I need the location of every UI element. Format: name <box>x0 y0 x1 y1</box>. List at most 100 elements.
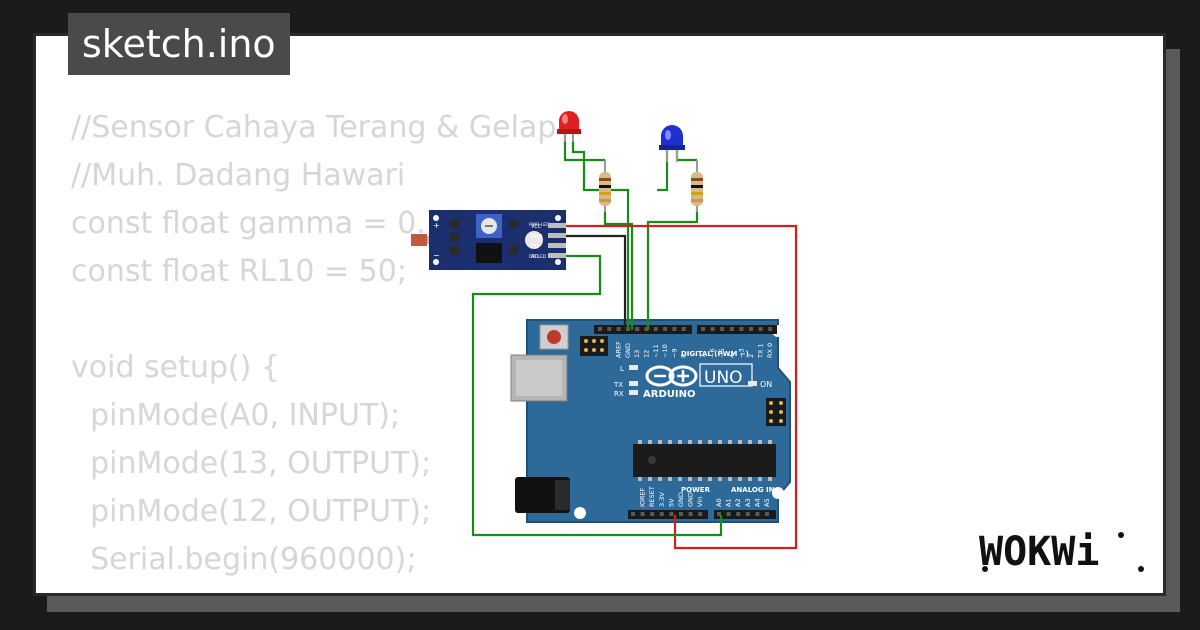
code-line-2: //Muh. Dadang Hawari <box>71 158 406 193</box>
header-pin <box>631 512 635 516</box>
top-pin-label: 2 <box>747 354 755 358</box>
header-pin <box>688 512 693 516</box>
sensor-pin-label: DO <box>531 244 539 250</box>
l-label: L <box>620 365 624 373</box>
sensor-pin <box>548 253 566 258</box>
file-tab[interactable]: sketch.ino <box>68 13 290 75</box>
bottom-pin-label: A5 <box>763 498 771 507</box>
sensor-pin <box>548 223 566 228</box>
tx-label: TX <box>613 381 623 389</box>
comparator-chip <box>476 243 502 263</box>
top-pin-label: ~6 <box>709 348 717 358</box>
top-pin-label: ~3 <box>737 348 745 358</box>
wire-pin12 <box>646 210 699 330</box>
resistor-red-led[interactable] <box>599 160 611 212</box>
wokwi-logo: WOKWi <box>979 529 1144 575</box>
digital-label: DIGITAL (PWM ~) <box>681 350 749 358</box>
code-line-1: //Sensor Cahaya Terang & Gelap <box>71 110 557 145</box>
top-pin-label: GND <box>624 343 632 358</box>
code-line-8: pinMode(13, OUTPUT); <box>71 446 432 481</box>
bottom-pin-label: 3.3V <box>658 492 666 507</box>
header-pin <box>653 327 658 331</box>
digital-header-left <box>594 325 692 334</box>
wire-red-led-gnd <box>571 140 630 330</box>
sensor-pin-label: VCC <box>531 224 542 230</box>
wire-pin13 <box>603 210 634 330</box>
header-pin <box>758 327 763 331</box>
bottom-pin-label: Vin <box>696 497 704 507</box>
reset-button[interactable] <box>539 324 569 350</box>
arduino-uno-board[interactable]: UNO ARDUINO DIGITAL (PWM ~) POWER ANALOG… <box>510 319 791 523</box>
header-pin <box>701 327 705 331</box>
header-pin <box>640 512 645 516</box>
rx-label: RX <box>614 390 624 398</box>
bottom-pin-label: A4 <box>753 498 761 507</box>
tx-led <box>629 381 638 386</box>
project-card: //Sensor Cahaya Terang & Gelap //Muh. Dad… <box>33 33 1166 596</box>
on-led <box>748 381 757 386</box>
arduino-logo-icon <box>645 365 698 387</box>
mount-hole <box>772 487 784 499</box>
top-pin-label: ~10 <box>661 344 669 358</box>
top-pin-label: 4 <box>728 354 736 358</box>
bottom-pin-label: A3 <box>744 498 752 507</box>
svg-text:DO LED: DO LED <box>529 254 547 260</box>
header-pin <box>745 512 750 516</box>
sensor-pin-label: AO <box>531 254 538 260</box>
analog-label: ANALOG IN <box>731 486 775 494</box>
top-pin-label: 7 <box>699 354 707 358</box>
header-pin <box>717 512 721 516</box>
top-pin-label: ~11 <box>652 344 660 358</box>
board-brand: ARDUINO <box>643 389 695 400</box>
header-pin <box>598 327 602 331</box>
wire-sensor-ao <box>471 254 723 537</box>
header-pin <box>726 512 731 516</box>
mount-hole <box>574 507 586 519</box>
header-pin <box>749 327 753 331</box>
code-line-6: void setup() { <box>71 350 280 385</box>
analog-header <box>714 510 776 519</box>
bottom-pin-label: GND <box>687 492 695 507</box>
header-pin <box>650 512 655 516</box>
wire-blue-led-to-resistor <box>675 150 697 162</box>
header-pin <box>710 327 715 331</box>
top-pin-label: 12 <box>643 350 651 358</box>
power-label: POWER <box>681 486 711 494</box>
header-pin <box>768 327 773 331</box>
header-pin <box>635 327 640 331</box>
bottom-pin-label: A2 <box>734 498 742 507</box>
top-pin-label: ~5 <box>718 348 726 358</box>
header-pin <box>669 512 674 516</box>
header-pin <box>729 327 734 331</box>
header-pin <box>681 327 686 331</box>
top-pin-label: AREF <box>615 341 623 358</box>
blue-led[interactable] <box>659 125 685 162</box>
status-led <box>525 231 543 249</box>
icsp-header-right <box>766 398 786 426</box>
rx-led <box>629 390 638 395</box>
bottom-pin-label: IOREF <box>639 487 647 507</box>
logo-text: WOKWi <box>979 529 1099 575</box>
power-header <box>628 510 708 519</box>
top-pin-label: ~9 <box>670 348 678 358</box>
sensor-pin <box>548 243 566 248</box>
ldr-icon <box>411 234 427 246</box>
header-pin <box>659 512 664 516</box>
svg-text:−: − <box>433 251 440 260</box>
header-pin <box>644 327 649 331</box>
red-led[interactable] <box>557 111 581 142</box>
bottom-pin-label: GND <box>677 492 685 507</box>
header-pin <box>616 327 621 331</box>
svg-text:PWR LED: PWR LED <box>529 222 550 228</box>
bottom-pin-label: A0 <box>715 498 723 507</box>
on-label: ON <box>760 380 772 389</box>
board-model: UNO <box>704 368 743 388</box>
bottom-pin-row <box>631 512 769 516</box>
resistor-blue-led[interactable] <box>691 160 703 212</box>
header-pin <box>679 512 683 516</box>
code-line-4: const float RL10 = 50; <box>71 254 407 289</box>
sensor-pin-label: GND <box>531 234 543 240</box>
header-pin <box>672 327 677 331</box>
